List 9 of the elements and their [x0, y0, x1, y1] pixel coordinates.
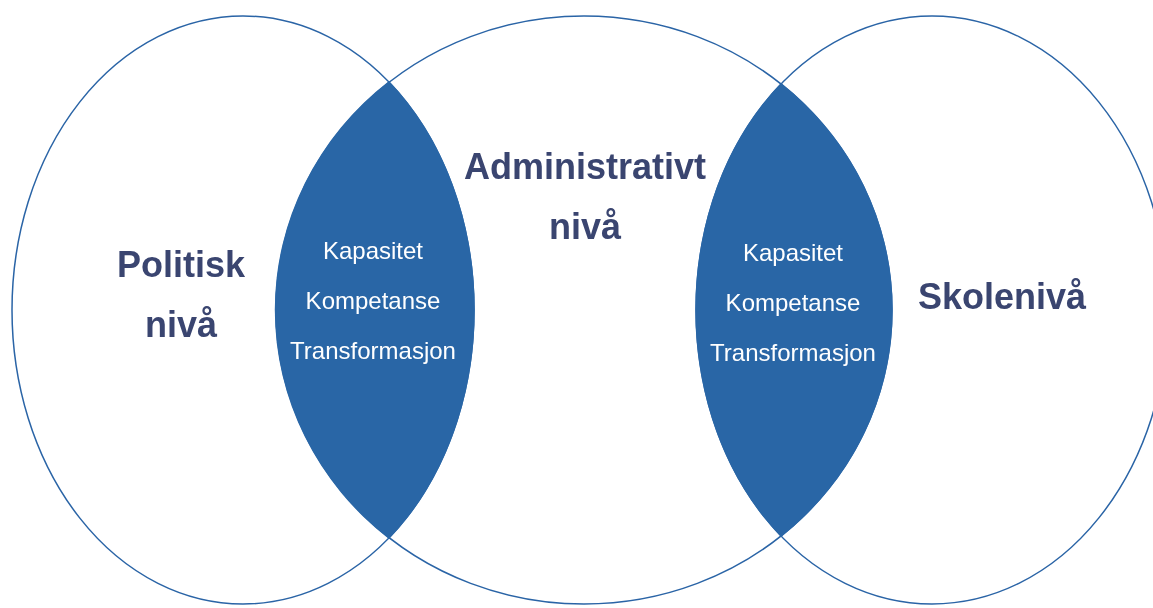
- overlap-label: Kompetanse: [305, 287, 441, 315]
- overlap-label: Kapasitet: [322, 237, 424, 265]
- heading-label: Politisk nivå: [115, 243, 246, 347]
- overlap-label: Kompetanse: [725, 289, 861, 317]
- heading-label: Administrativt nivå: [462, 145, 707, 249]
- overlap-label: Kapasitet: [742, 239, 844, 267]
- heading-label: Skolenivå: [916, 275, 1088, 319]
- overlap-label: Transformasjon: [290, 337, 456, 365]
- overlap-label: Transformasjon: [710, 339, 876, 367]
